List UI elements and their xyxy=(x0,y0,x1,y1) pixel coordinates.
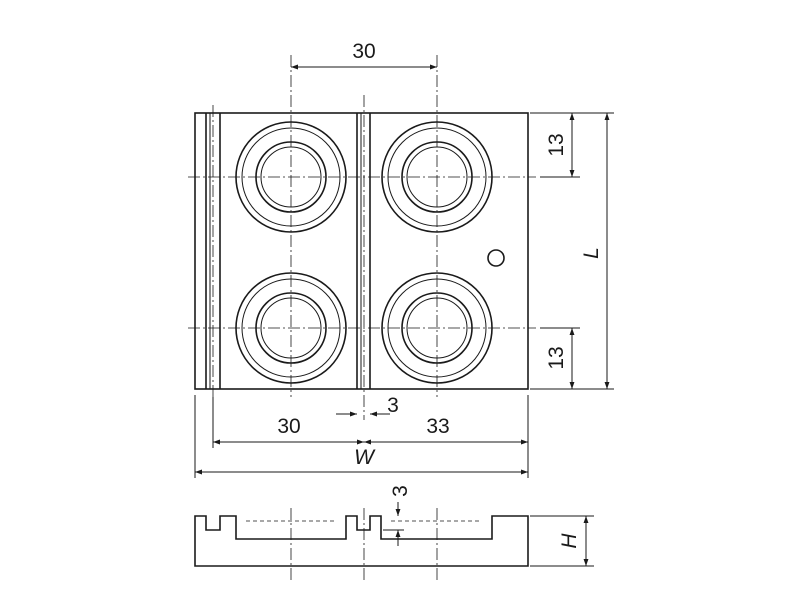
label-length: L xyxy=(580,247,603,259)
label-total-width: W xyxy=(354,446,376,469)
plan-view xyxy=(188,55,536,420)
label-top-spacing: 30 xyxy=(352,40,375,63)
hole-top-right xyxy=(381,121,493,233)
dimension-height: H xyxy=(530,515,594,567)
label-groove-gap: 3 xyxy=(387,394,399,417)
middle-groove xyxy=(356,95,371,420)
bottom-extension-lines xyxy=(194,395,529,478)
hole-top-left xyxy=(235,121,347,233)
dimension-right: 13 13 L xyxy=(530,112,614,390)
dimension-side-depth: 3 xyxy=(383,485,412,546)
dimension-total-width: W xyxy=(195,446,528,475)
dimension-groove-gap: 3 xyxy=(336,394,399,417)
label-left-width: 30 xyxy=(277,415,300,438)
dimension-section-widths: 30 33 xyxy=(213,415,528,445)
label-side-depth: 3 xyxy=(389,485,412,497)
label-edge-bottom: 13 xyxy=(545,346,568,369)
side-profile xyxy=(194,515,529,567)
label-edge-top: 13 xyxy=(545,133,568,156)
label-height: H xyxy=(558,533,581,549)
dimension-top-spacing: 30 xyxy=(291,40,437,70)
marker-circle xyxy=(487,249,505,267)
hole-bottom-right xyxy=(381,272,493,384)
side-view xyxy=(194,508,529,580)
label-right-width: 33 xyxy=(426,415,449,438)
left-groove xyxy=(205,105,221,397)
hole-bottom-left xyxy=(235,272,347,384)
